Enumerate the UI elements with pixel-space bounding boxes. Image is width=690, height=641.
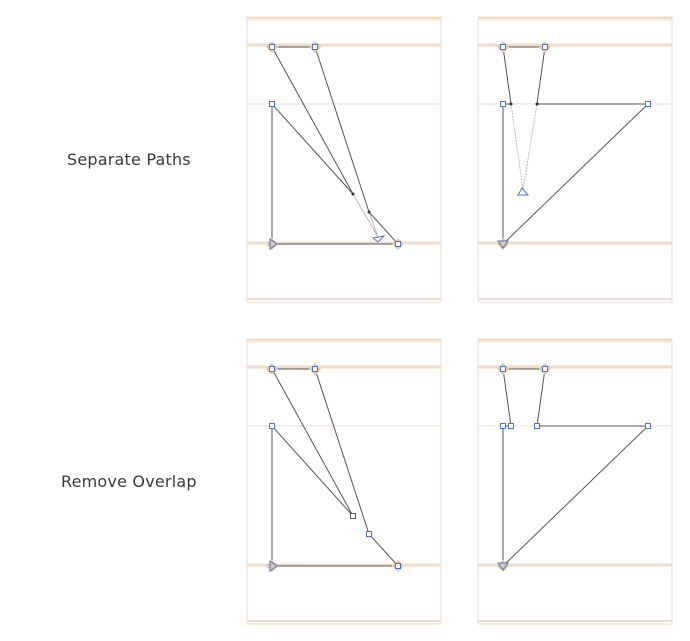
panel-overlap-left (245, 337, 443, 626)
row-label-remove-overlap: Remove Overlap (61, 472, 197, 491)
row-label-separate-paths: Separate Paths (67, 150, 191, 169)
panel-separate-right (476, 15, 674, 304)
panel-overlap-right (476, 337, 674, 626)
panel-separate-left (245, 15, 443, 304)
